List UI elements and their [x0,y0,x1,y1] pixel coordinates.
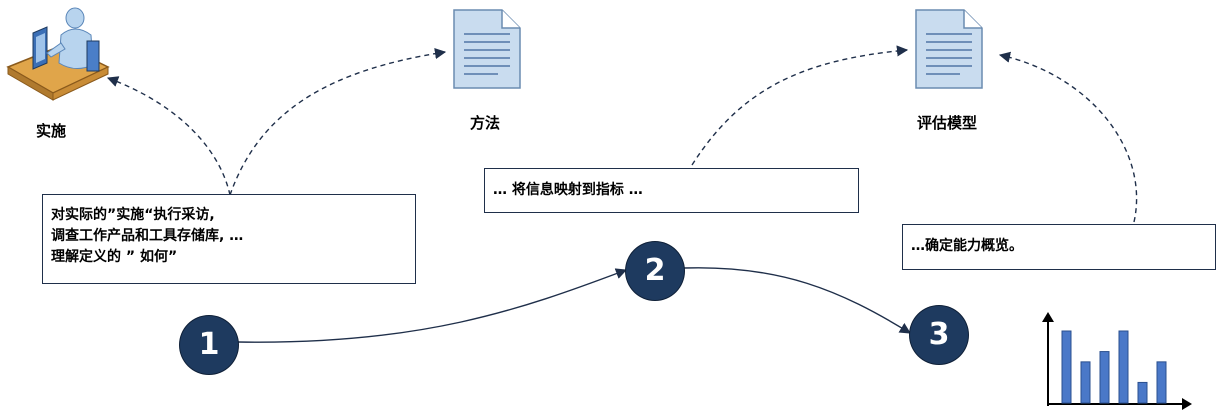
mini-chart-bar [1080,361,1091,404]
dashed-arrow-to-method [229,48,447,196]
mini-chart-bar [1137,381,1148,404]
box2-text: … 将信息映射到指标 … [493,182,643,198]
box1-line-2: 调查工作产品和工具存储库, … [51,228,244,244]
step-2-circle: 2 [626,242,684,300]
evaluation-model-label: 评估模型 [917,114,978,132]
box3-text: …确定能力概览。 [911,238,1023,254]
solid-arrow-2-to-3 [683,267,911,334]
mini-chart-bar [1118,330,1129,404]
mini-chart-bar [1099,351,1110,404]
capability-description-box: …确定能力概览。 [902,224,1216,270]
mini-chart-bar [1156,361,1167,404]
dashed-arrow-box2-to-model [691,45,909,166]
box1-line-1: 对实际的”实施“执行采访, [51,207,215,223]
person-at-computer-icon [6,7,110,101]
document-icon [915,9,983,89]
step-1-circle: 1 [180,316,238,374]
bar-chart-icon [1042,312,1192,410]
mini-chart-bar [1061,330,1072,404]
implementation-label: 实施 [36,122,67,140]
step-3-circle: 3 [910,306,968,364]
document-icon [453,9,521,89]
box1-line-3: 理解定义的 ” 如何” [51,249,178,265]
dashed-arrow-box3-to-model [998,51,1138,223]
dashed-arrow-to-implementation [106,76,231,196]
mapping-description-box: … 将信息映射到指标 … [484,168,859,213]
interview-description-box: 对实际的”实施“执行采访, 调查工作产品和工具存储库, … 理解定义的 ” 如何… [42,194,416,284]
solid-arrow-1-to-2 [237,268,628,343]
method-label: 方法 [470,114,501,132]
